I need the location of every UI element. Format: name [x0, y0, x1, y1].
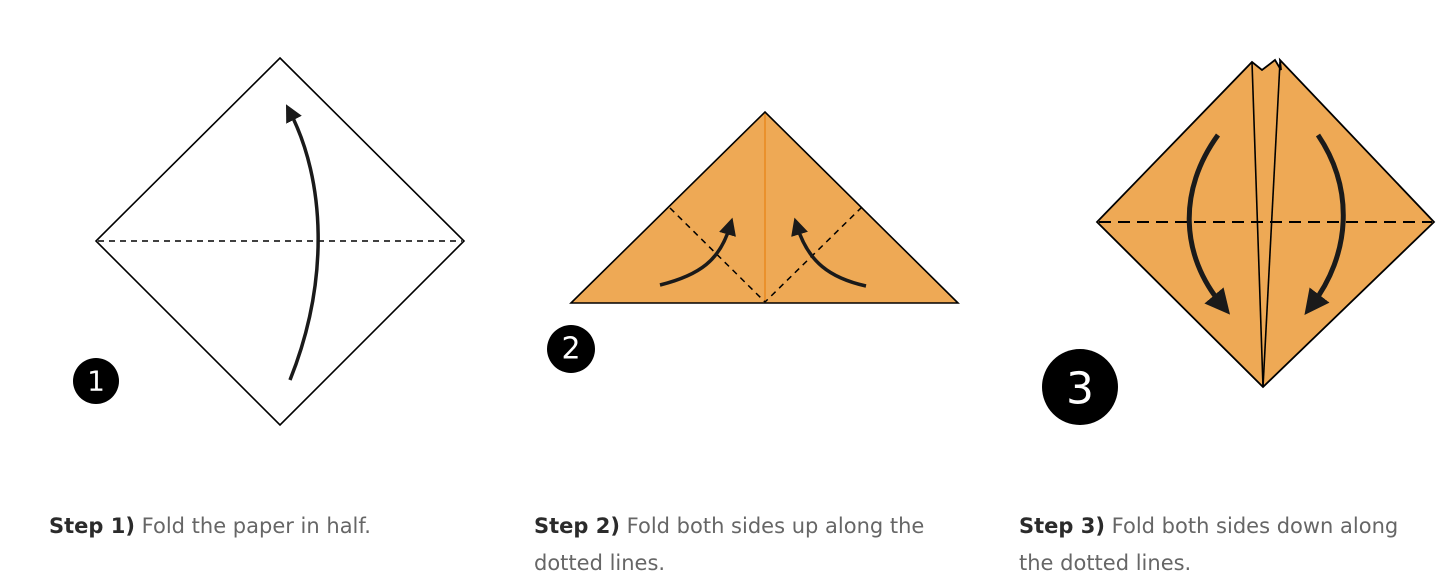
step-2-badge-number: 2: [561, 332, 580, 367]
step-3-illustration: 3: [1042, 57, 1436, 425]
step-2-label: Step 2): [534, 514, 620, 538]
step-3-badge: 3: [1042, 349, 1118, 425]
right-inner-flap-edge: [1262, 61, 1281, 388]
step-2-badge: 2: [547, 325, 595, 373]
step-3-badge-number: 3: [1066, 364, 1094, 415]
right-fold-line-dashed: [764, 206, 863, 303]
right-fold-arrow: [791, 217, 867, 288]
step-1-text: Fold the paper in half.: [134, 514, 371, 538]
left-fold-arrow: [659, 217, 736, 287]
step-1-label: Step 1): [49, 514, 135, 538]
step-1-badge-number: 1: [87, 365, 105, 398]
fold-up-arrow: [285, 104, 320, 381]
right-fold-down-arrow: [1304, 133, 1346, 315]
step-1-badge: 1: [73, 358, 119, 404]
origami-diagram: 1 2 3: [73, 56, 1436, 427]
step-3-text: Fold both sides down along the dotted li…: [1019, 514, 1399, 575]
step-2-text: Fold both sides up along the dotted line…: [534, 514, 925, 575]
step-2-illustration: 2: [547, 110, 960, 373]
step-3-label: Step 3): [1019, 514, 1105, 538]
step-1-illustration: 1: [73, 56, 466, 427]
step-2-caption: Step 2) Fold both sides up along the dot…: [534, 508, 974, 579]
left-fold-down-arrow: [1186, 133, 1231, 315]
left-inner-flap-edge: [1251, 61, 1264, 388]
step-3-caption: Step 3) Fold both sides down along the d…: [1019, 508, 1424, 579]
step-1-caption: Step 1) Fold the paper in half.: [49, 508, 479, 545]
orange-diamond-paper: [1095, 57, 1436, 389]
